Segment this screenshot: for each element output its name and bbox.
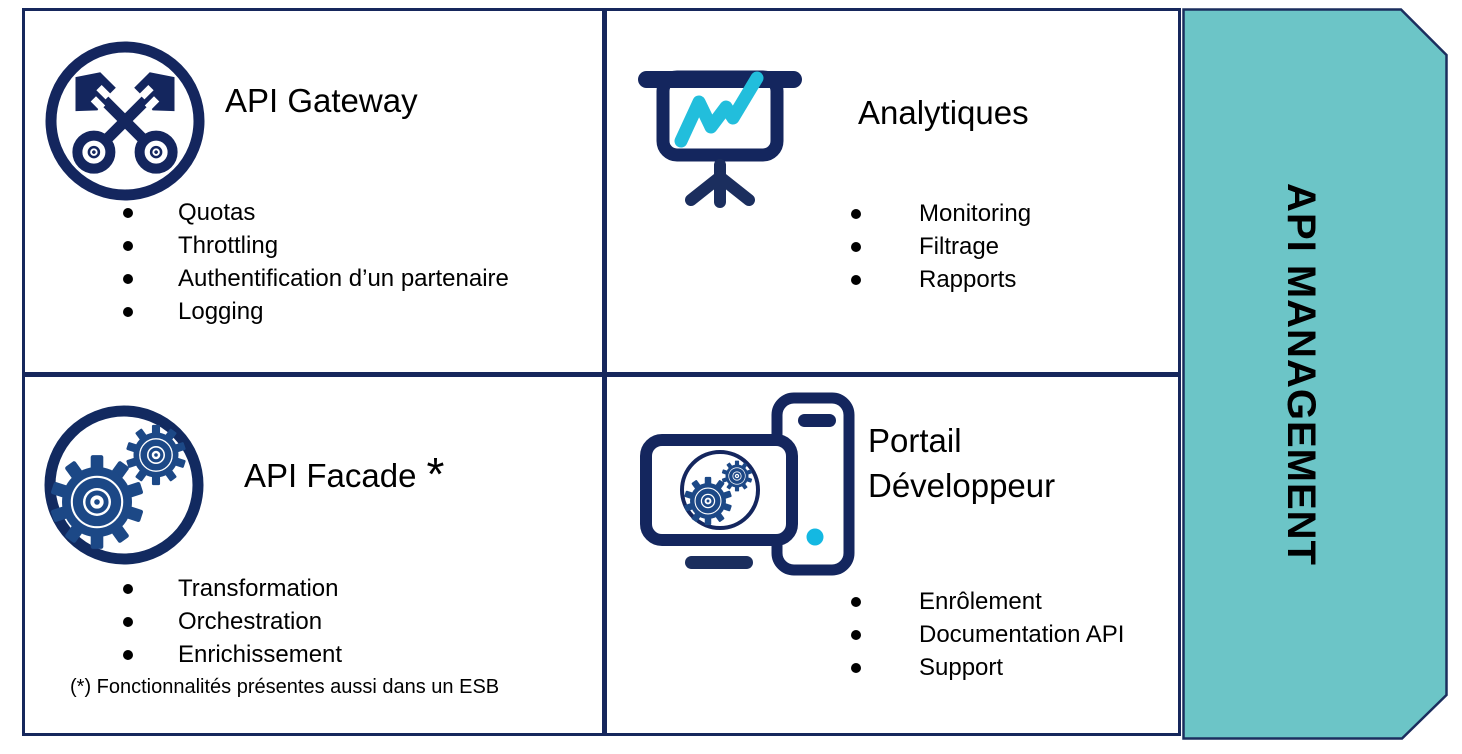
bullet-dot	[851, 662, 861, 673]
bullet-dot	[123, 583, 133, 594]
banner-label-wrap: API MANAGEMENT	[1182, 7, 1418, 741]
list-item-label: Logging	[178, 297, 264, 325]
bullet-dot	[851, 241, 861, 252]
list-item: Support	[851, 651, 1124, 684]
developer-portal-icon	[640, 392, 855, 576]
list-item: Transformation	[123, 572, 342, 605]
api-gateway-title: API Gateway	[225, 82, 418, 119]
list-item: Rapports	[851, 263, 1031, 296]
asterisk-mark: *	[426, 448, 445, 500]
list-item: Filtrage	[851, 230, 1031, 263]
portail-developpeur-list: Enrôlement Documentation API Support	[851, 585, 1124, 684]
quadrant-grid	[22, 8, 1181, 736]
gears-icon	[44, 405, 204, 565]
bullet-dot	[123, 616, 133, 627]
analytiques-title: Analytiques	[858, 94, 1029, 131]
api-facade-title: API Facade*	[244, 451, 444, 497]
bullet-dot	[123, 649, 133, 660]
list-item-label: Rapports	[919, 265, 1017, 293]
list-item: Enrôlement	[851, 585, 1124, 618]
list-item: Throttling	[123, 229, 509, 262]
list-item-label: Filtrage	[919, 232, 1000, 260]
bullet-dot	[123, 273, 133, 284]
bullet-dot	[123, 306, 133, 317]
list-item: Enrichissement	[123, 638, 342, 671]
list-item: Orchestration	[123, 605, 342, 638]
banner-label: API MANAGEMENT	[1278, 182, 1323, 566]
list-item-label: Documentation API	[919, 620, 1125, 648]
portail-developpeur-title: Portail Développeur	[868, 422, 1056, 504]
list-item-label: Orchestration	[178, 607, 323, 635]
api-facade-footnote: (*) Fonctionnalités présentes aussi dans…	[70, 676, 500, 698]
list-item-label: Monitoring	[919, 199, 1032, 227]
list-item-label: Throttling	[178, 231, 279, 259]
list-item-label: Authentification d’un partenaire	[178, 264, 509, 292]
bullet-dot	[123, 240, 133, 251]
api-facade-list: Transformation Orchestration Enrichissem…	[123, 572, 342, 671]
api-facade-title-text: API Facade	[244, 457, 417, 494]
list-item: Documentation API	[851, 618, 1124, 651]
list-item: Authentification d’un partenaire	[123, 262, 509, 295]
list-item: Logging	[123, 295, 509, 328]
list-item: Monitoring	[851, 197, 1031, 230]
bullet-dot	[851, 596, 861, 607]
banner-ribbon-shape	[1182, 8, 1448, 740]
crossed-keys-icon	[45, 41, 205, 201]
presentation-chart-icon	[638, 70, 802, 208]
list-item-label: Quotas	[178, 198, 256, 226]
list-item-label: Support	[919, 653, 1004, 681]
api-management-banner: API MANAGEMENT	[1182, 7, 1449, 741]
bullet-dot	[851, 274, 861, 285]
bullet-dot	[851, 629, 861, 640]
list-item-label: Enrôlement	[919, 587, 1042, 615]
list-item-label: Enrichissement	[178, 640, 343, 668]
bullet-dot	[851, 208, 861, 219]
cyan-dot	[806, 528, 824, 546]
grid-horizontal-divider	[25, 372, 1178, 377]
api-gateway-list: Quotas Throttling Authentification d’un …	[123, 196, 509, 328]
list-item-label: Transformation	[178, 574, 339, 602]
bullet-dot	[123, 207, 133, 218]
analytiques-list: Monitoring Filtrage Rapports	[851, 197, 1031, 296]
list-item: Quotas	[123, 196, 509, 229]
